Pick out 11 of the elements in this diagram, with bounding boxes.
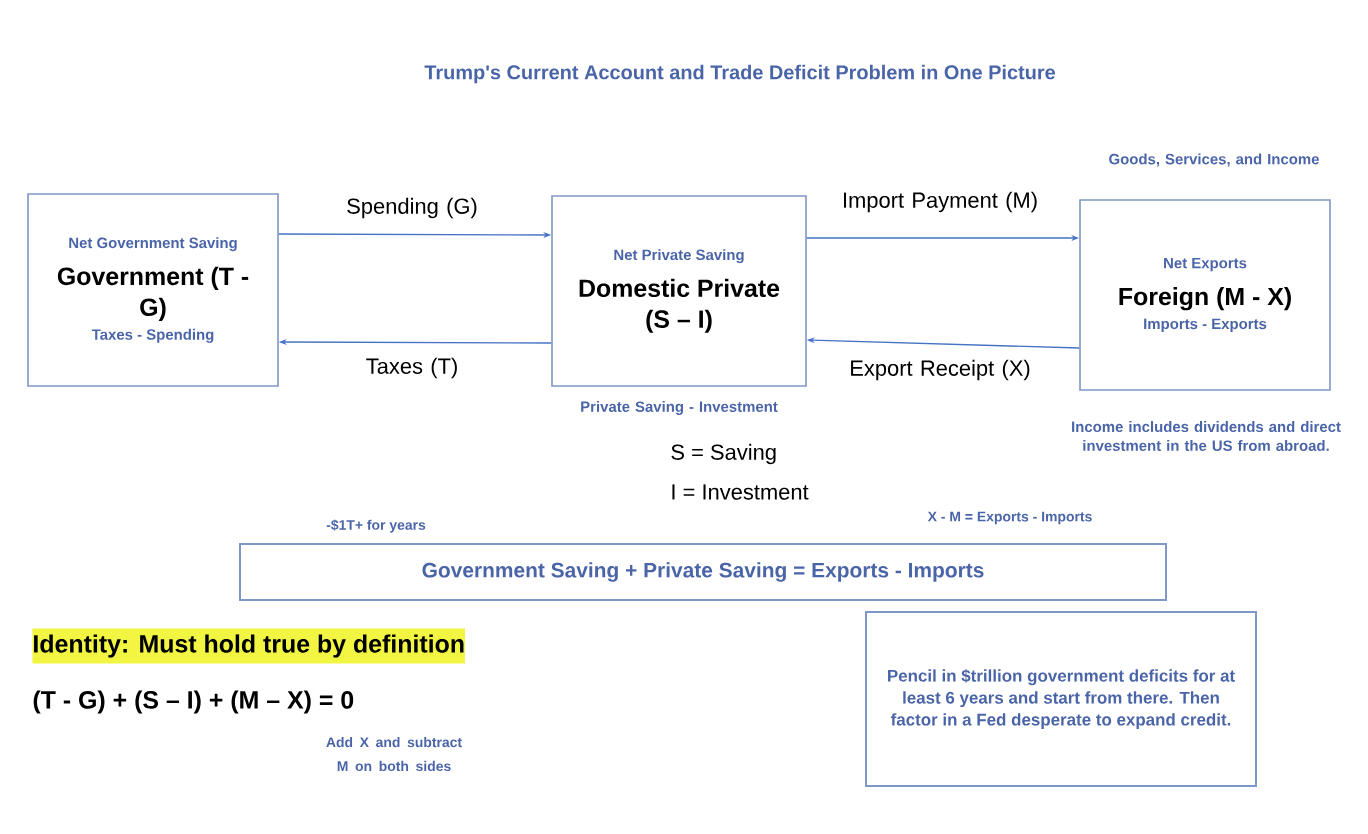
equation: (T - G) + (S – I) + (M – X) = 0 [33,690,354,714]
title: Trump's Current Account and Trade Deficit Problem in One Picture [424,64,1056,84]
legend-text: S = Saving [671,443,776,465]
edge-label: Spending (G) [347,197,477,219]
highlighted-heading: Identity: Must hold true by definition [32,628,465,664]
edge-label: Import Payment (M) [844,191,1037,213]
edge-label: Export Receipt (X) [851,359,1030,381]
equation-box: Government Saving + Private Saving = Exports - Imports [239,543,1167,601]
note-box: Pencil in $trillion government deficits for at least 6 years and start from there. Then factor in a Fed desperate to expand credit. [865,611,1257,787]
edge-label: Taxes (T) [366,357,457,379]
legend-text: I = Investment [672,484,809,500]
